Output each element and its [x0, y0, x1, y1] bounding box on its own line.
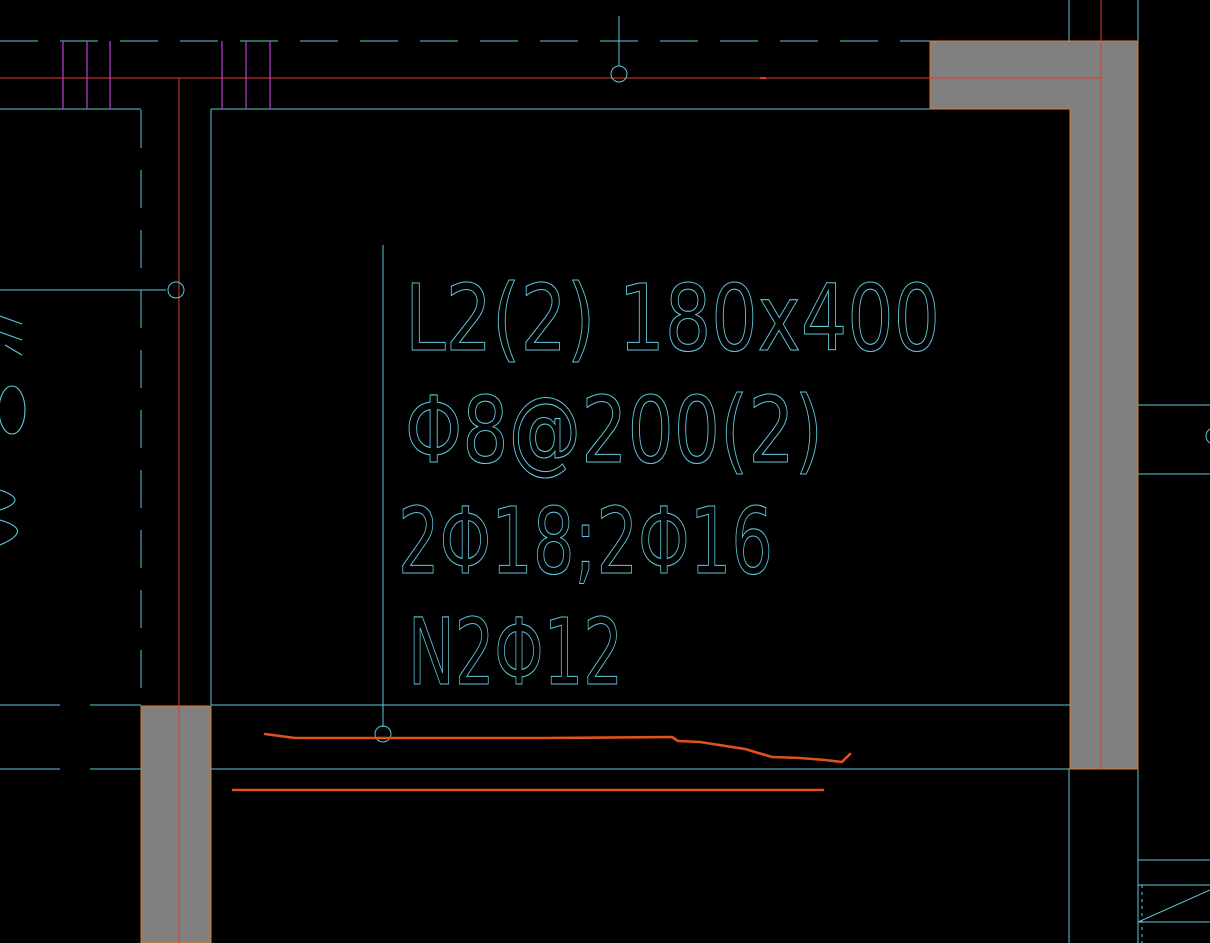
leader-marker-icon[interactable] [374, 725, 392, 743]
beam-annotation-line-1: L2(2) 180x400 [405, 265, 940, 372]
magenta-rebar-lines [62, 41, 271, 109]
left-edge-rotated-text-fragment [0, 315, 26, 546]
beam-annotation-line-2: Φ8@200(2) [405, 377, 823, 484]
beam-annotation[interactable]: L2(2) 180x400 Φ8@200(2) 2Φ18;2Φ16 N2Φ12 [397, 264, 940, 706]
top-axis-bubble-icon[interactable] [610, 65, 628, 83]
beam-annotation-line-4: N2Φ12 [408, 599, 623, 706]
circle-markers [167, 65, 1210, 743]
left-axis-bubble-icon[interactable] [167, 281, 185, 299]
dashed-axis-lines [0, 40, 930, 770]
orange-markup [231, 732, 852, 792]
freehand-underline [263, 732, 852, 764]
l-shaped-shear-wall[interactable] [929, 40, 1139, 770]
stair-diagonal [1137, 889, 1210, 923]
beam-annotation-line-3: 2Φ18;2Φ16 [398, 488, 773, 595]
lower-left-column[interactable] [140, 705, 212, 943]
right-axis-bubble-icon[interactable] [1205, 428, 1210, 444]
